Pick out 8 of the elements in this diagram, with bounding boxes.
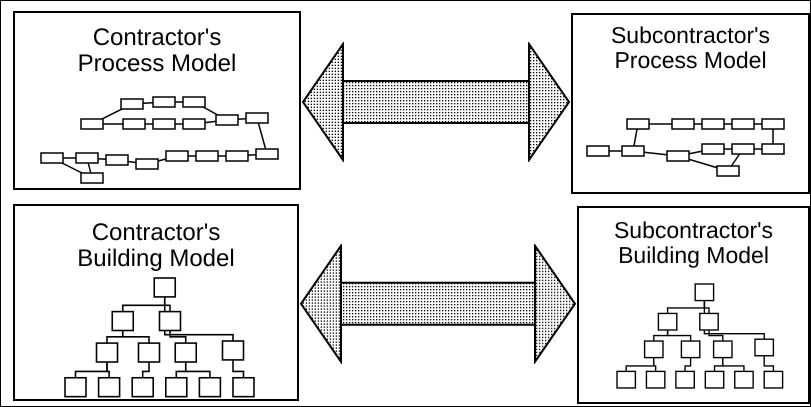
model-title: Contractor's Process Model	[76, 25, 238, 77]
model-box	[571, 13, 810, 194]
model-title: Contractor's Building Model	[76, 220, 236, 272]
model-box	[577, 206, 810, 404]
model-title: Subcontractor's Building Model	[612, 218, 774, 268]
model-box	[13, 11, 301, 190]
model-title: Subcontractor's Process Model	[610, 23, 772, 73]
model-box	[13, 204, 299, 401]
